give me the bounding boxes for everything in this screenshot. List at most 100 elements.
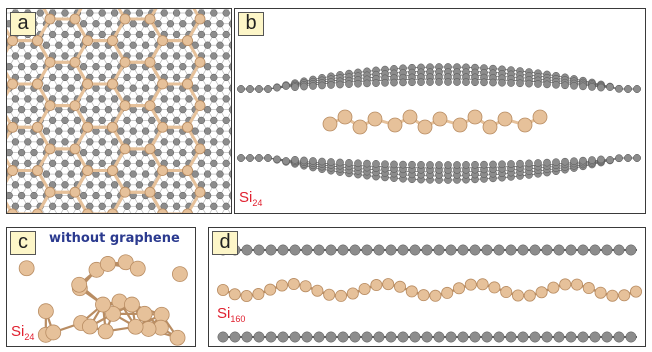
carbon-atom (241, 331, 253, 343)
carbon-atom (36, 95, 44, 103)
carbon-atom (104, 105, 113, 114)
carbon-atom (505, 331, 517, 343)
carbon-atom (373, 331, 385, 343)
carbon-atom (92, 191, 100, 200)
carbon-atom (166, 63, 175, 71)
carbon-atom (589, 331, 601, 343)
si-atom (107, 121, 118, 133)
si-atom (32, 78, 43, 90)
si-atom (352, 119, 368, 135)
carbon-atom (172, 181, 181, 189)
carbon-atom (237, 154, 245, 162)
carbon-atom (197, 159, 206, 167)
si-atom (105, 305, 121, 322)
carbon-atom (325, 331, 337, 343)
si-atom (127, 318, 144, 335)
carbon-atom (480, 160, 488, 169)
carbon-atom (123, 116, 131, 125)
carbon-atom (505, 244, 517, 256)
carbon-atom (246, 85, 254, 93)
carbon-atom (222, 116, 230, 125)
carbon-atom (222, 52, 230, 60)
carbon-atom (98, 159, 106, 167)
carbon-atom (129, 170, 137, 178)
si-atom (467, 109, 483, 125)
carbon-atom (172, 52, 181, 60)
si-atom (476, 278, 489, 291)
carbon-atom (327, 158, 335, 166)
carbon-atom (217, 331, 229, 343)
carbon-atom (86, 9, 94, 17)
carbon-atom (481, 331, 493, 343)
carbon-atom (493, 331, 505, 343)
carbon-atom (543, 80, 551, 89)
carbon-atom (381, 78, 389, 87)
carbon-atom (104, 148, 113, 157)
carbon-atom (92, 148, 100, 157)
si-atom (382, 278, 395, 291)
carbon-atom (166, 41, 175, 49)
carbon-atom (385, 244, 397, 256)
carbon-atom (426, 78, 434, 86)
si-atom (532, 109, 548, 125)
carbon-atom (172, 159, 181, 167)
carbon-atom (129, 127, 137, 135)
si-atom (618, 289, 631, 302)
si-atom (517, 117, 533, 133)
carbon-atom (197, 73, 206, 82)
si-atom (441, 286, 454, 299)
si-atom (69, 186, 81, 198)
si-atom (7, 208, 18, 213)
carbon-atom (469, 244, 481, 256)
carbon-atom (633, 85, 641, 93)
carbon-atom (17, 148, 26, 157)
carbon-atom (92, 41, 100, 49)
carbon-atom (98, 202, 106, 210)
carbon-atom (588, 83, 596, 91)
carbon-atom (222, 9, 230, 17)
top-view-structure (7, 9, 231, 213)
carbon-atom (17, 41, 26, 49)
carbon-atom (203, 148, 212, 157)
carbon-atom (313, 244, 325, 256)
carbon-atom (216, 105, 224, 114)
carbon-atom (141, 170, 150, 178)
carbon-atom (222, 73, 230, 82)
panel-c-formula: Si24 (11, 323, 35, 342)
carbon-atom (98, 138, 106, 146)
carbon-atom (289, 331, 301, 343)
carbon-atom (516, 159, 524, 168)
carbon-atom (525, 159, 533, 168)
si-atom (594, 286, 607, 299)
si-atom (194, 186, 206, 198)
carbon-atom (135, 95, 144, 103)
carbon-atom (553, 331, 565, 343)
si-atom (69, 56, 81, 68)
carbon-atom (210, 138, 218, 146)
si-atom (44, 56, 56, 68)
carbon-atom (210, 116, 218, 125)
carbon-atom (24, 202, 32, 210)
carbon-atom (30, 105, 38, 114)
carbon-atom (24, 159, 32, 167)
si-atom (97, 323, 114, 340)
si-atom (252, 288, 265, 301)
si-atom (44, 13, 56, 25)
si-atom (182, 208, 193, 213)
carbon-atom (98, 73, 106, 82)
carbon-atom (61, 95, 69, 103)
carbon-atom (135, 30, 144, 39)
carbon-atom (561, 81, 569, 90)
panel-b-formula: Si24 (239, 189, 263, 208)
panel-c-note: without graphene (49, 231, 180, 246)
carbon-atom (216, 148, 224, 157)
si-atom (405, 285, 418, 298)
carbon-atom (129, 63, 137, 71)
carbon-atom (565, 331, 577, 343)
si-atom (500, 286, 513, 299)
si-atom (182, 35, 193, 47)
carbon-atom (471, 160, 479, 169)
carbon-atom (48, 73, 57, 82)
carbon-atom (354, 79, 362, 88)
si-atom (393, 280, 406, 293)
